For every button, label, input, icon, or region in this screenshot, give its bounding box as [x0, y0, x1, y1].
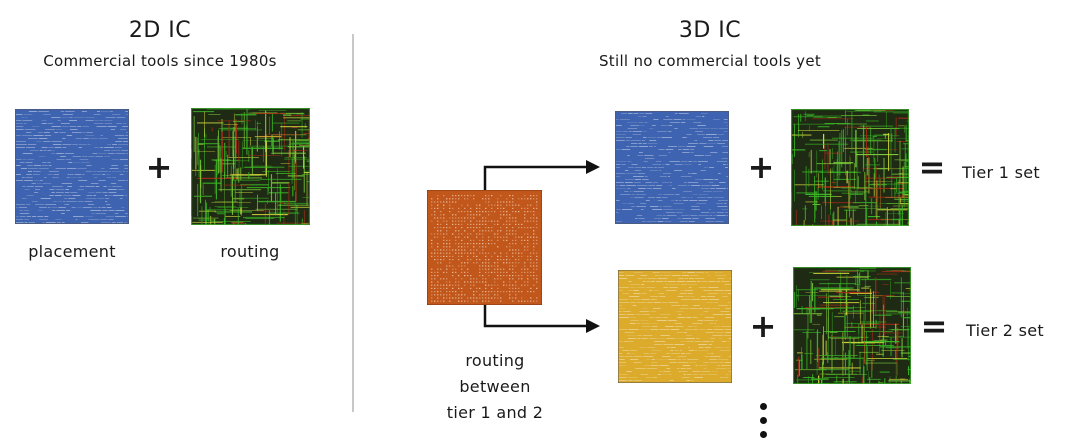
tier2-set-label: Tier 2 set [966, 321, 1044, 340]
panel-divider [352, 34, 354, 412]
placement-tile-tier2 [618, 270, 732, 383]
placement-label: placement [28, 242, 116, 261]
title-2d-ic: 2D IC [128, 18, 192, 43]
routing-between-line3: tier 1 and 2 [446, 403, 544, 422]
interposer-routing-tile [427, 190, 542, 305]
routing-tile-tier1 [791, 109, 909, 226]
tier-connector-arrows [483, 160, 600, 333]
plus-operator-2d: + [145, 148, 173, 186]
subtitle-2d-ic: Commercial tools since 1980s [43, 52, 277, 70]
arrow-right-icon [483, 160, 600, 190]
routing-tile-tier2 [793, 267, 911, 384]
plus-operator-tier2: + [749, 307, 777, 345]
tier1-set-label: Tier 1 set [962, 163, 1040, 182]
subtitle-3d-ic: Still no commercial tools yet [598, 52, 822, 70]
routing-tile-2d [191, 108, 310, 225]
title-3d-ic: 3D IC [678, 18, 742, 43]
arrow-right-icon [483, 305, 600, 333]
routing-label: routing [220, 242, 280, 261]
routing-between-label: routing between tier 1 and 2 [420, 348, 570, 426]
plus-operator-tier1: + [747, 148, 775, 186]
routing-between-line1: routing [465, 351, 525, 370]
equals-operator-tier1: = [918, 148, 946, 186]
placement-tile-tier1 [615, 111, 729, 224]
vertical-ellipsis-icon [760, 403, 767, 439]
routing-between-line2: between [459, 377, 531, 396]
placement-tile-2d [15, 109, 129, 224]
equals-operator-tier2: = [920, 307, 948, 345]
